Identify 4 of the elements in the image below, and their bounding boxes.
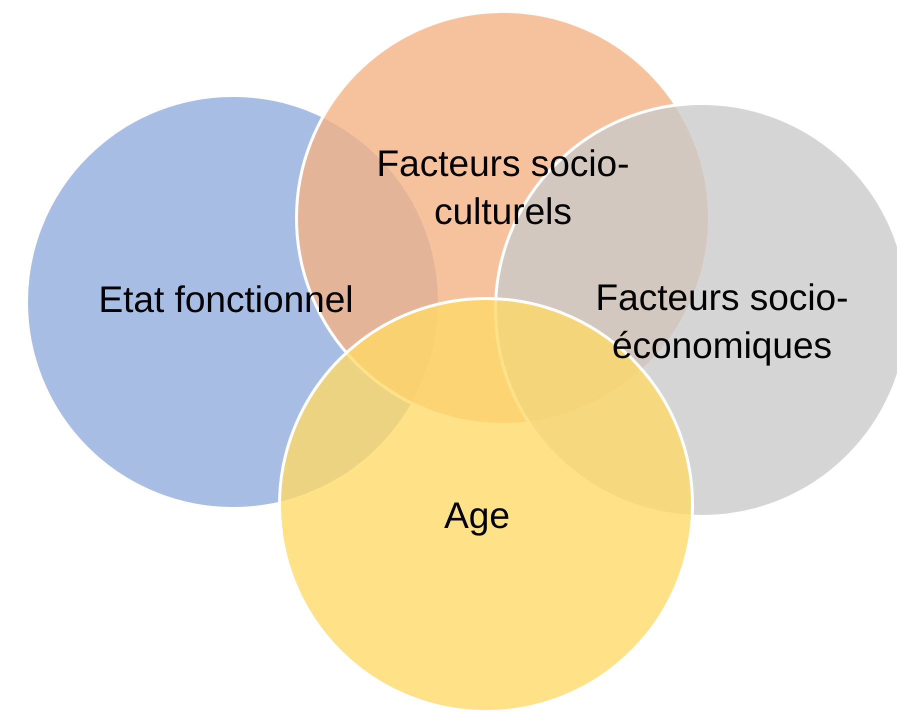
circle-label: Age bbox=[443, 494, 511, 538]
circle-label: Etat fonctionnel bbox=[97, 278, 355, 322]
circle-label: Facteurs socio-culturels bbox=[376, 142, 630, 234]
circle-label: Facteurs socio-économiques bbox=[594, 276, 850, 368]
